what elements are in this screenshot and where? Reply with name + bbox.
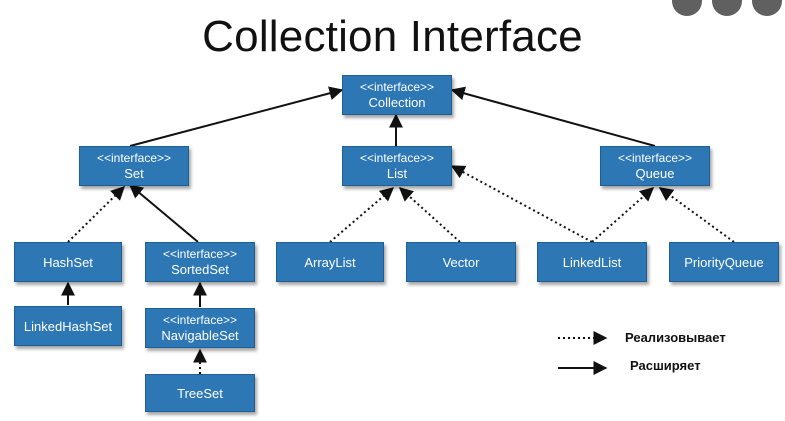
edge-vector-list	[398, 187, 461, 243]
edge-linkedlist-list	[450, 165, 593, 243]
edge-hashset-set	[67, 186, 125, 243]
stereotype-label: <<interface>>	[162, 313, 238, 327]
stereotype-label: <<interface>>	[162, 247, 238, 261]
stereotype-label: <<interface>>	[617, 151, 693, 165]
edge-linkedlist-queue	[591, 187, 655, 243]
edge-arraylist-list	[329, 187, 395, 243]
node-label: Set	[124, 166, 144, 181]
node-label: SortedSet	[171, 262, 229, 277]
node-label: ArrayList	[304, 254, 356, 270]
node-label: LinkedHashSet	[23, 318, 113, 334]
page-title: Collection Interface	[202, 12, 583, 61]
node-sortedset[interactable]: <<interface>> SortedSet	[145, 242, 255, 282]
node-queue[interactable]: <<interface>> Queue	[600, 146, 710, 186]
node-label: PriorityQueue	[684, 254, 764, 270]
node-label: Collection	[368, 95, 426, 110]
stereotype-label: <<interface>>	[359, 151, 435, 165]
node-linkedlist[interactable]: LinkedList	[537, 242, 647, 282]
node-navigableset[interactable]: <<interface>> NavigableSet	[145, 308, 255, 348]
node-list[interactable]: <<interface>> List	[342, 146, 452, 186]
node-label: List	[386, 166, 408, 181]
node-label: HashSet	[43, 254, 93, 270]
node-arraylist[interactable]: ArrayList	[276, 242, 384, 282]
window-button-2[interactable]	[712, 0, 742, 16]
node-label: Queue	[635, 166, 675, 181]
stereotype-label: <<interface>>	[96, 151, 172, 165]
window-button-1[interactable]	[672, 0, 702, 16]
node-set[interactable]: <<interface>> Set	[79, 146, 189, 186]
window-button-3[interactable]	[752, 0, 782, 16]
edge-set-collection	[129, 86, 344, 147]
legend-extends-label: Расширяет	[630, 358, 701, 373]
node-priorityqueue[interactable]: PriorityQueue	[669, 242, 779, 282]
node-collection[interactable]: <<interface>> Collection	[342, 75, 452, 115]
node-label: LinkedList	[562, 254, 622, 270]
node-label: Vector	[442, 254, 480, 270]
node-linkedhashset[interactable]: LinkedHashSet	[14, 306, 122, 346]
node-hashset[interactable]: HashSet	[14, 242, 122, 282]
node-label: NavigableSet	[161, 328, 239, 343]
edge-sortedset-set	[128, 184, 199, 243]
edge-queue-collection	[450, 86, 656, 147]
node-vector[interactable]: Vector	[406, 242, 516, 282]
node-label: TreeSet	[177, 385, 223, 401]
stereotype-label: <<interface>>	[359, 80, 435, 94]
node-treeset[interactable]: TreeSet	[145, 374, 255, 412]
edge-priorityqueue-queue	[658, 187, 735, 243]
legend-implements-label: Реализовывает	[625, 330, 726, 345]
